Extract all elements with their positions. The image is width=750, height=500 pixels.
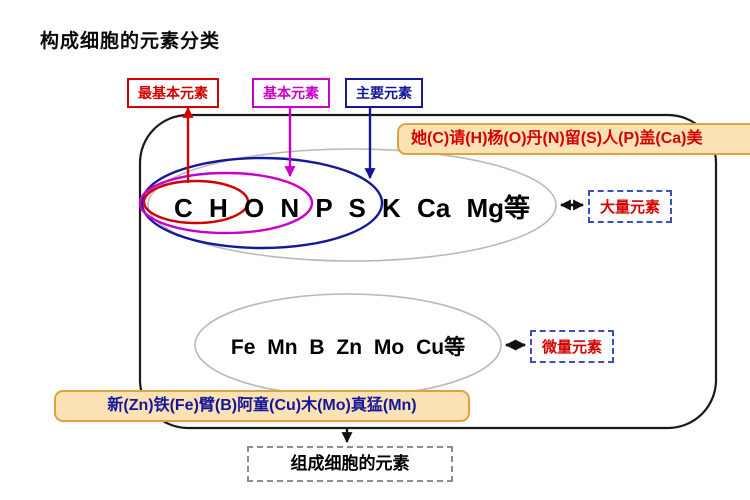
macro-elements-text: C H O N P S K Ca Mg等 — [150, 188, 554, 225]
macro-element-symbols: C H O N P S K Ca Mg — [173, 193, 505, 223]
trace-elements-text: Fe Mn B Zn Mo Cu等 — [195, 331, 501, 361]
macro-elements-suffix: 等 — [504, 193, 531, 223]
macro-mnemonic-callout: 她(C)请(H)杨(O)丹(N)留(S)人(P)盖(Ca)美 — [397, 123, 750, 155]
most-basic-element-ring — [142, 179, 250, 225]
macro-elements-badge: 大量元素 — [588, 190, 673, 223]
legend-most-basic-element: 最基本元素 — [127, 78, 219, 108]
main-elements-ring — [140, 156, 384, 250]
legend-main-element: 主要元素 — [345, 78, 423, 108]
trace-elements-badge: 微量元素 — [530, 330, 615, 363]
trace-mnemonic-callout: 新(Zn)铁(Fe)臂(B)阿童(Cu)木(Mo)真猛(Mn) — [54, 390, 470, 422]
conclusion-box: 组成细胞的元素 — [247, 446, 453, 482]
basic-elements-ring — [138, 171, 314, 235]
legend-basic-element: 基本元素 — [252, 78, 330, 108]
trace-element-symbols: Fe Mn B Zn Mo Cu — [230, 336, 445, 359]
trace-elements-suffix: 等 — [444, 336, 466, 359]
page-title: 构成细胞的元素分类 — [40, 31, 221, 52]
